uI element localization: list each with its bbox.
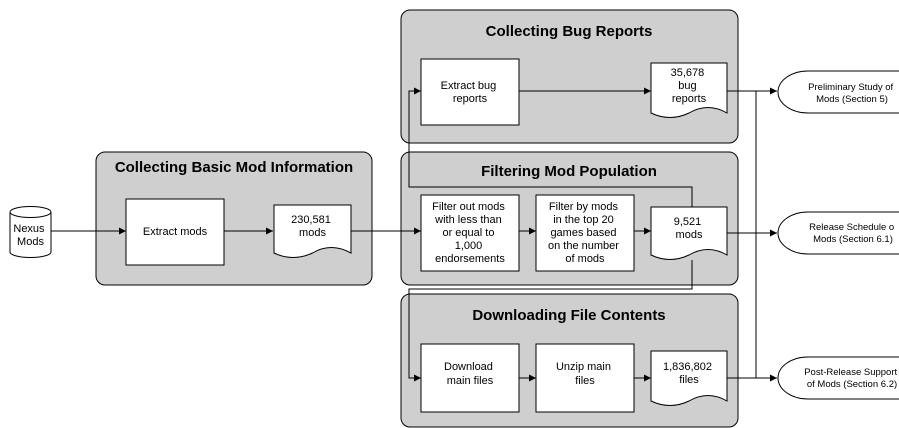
document-label-line: files <box>679 374 699 386</box>
process-label-line: of mods <box>565 253 605 265</box>
document-label-line: mods <box>299 227 326 239</box>
document-9521-mods: 9,521 mods <box>650 206 728 260</box>
output-label-line: Mods (Section 6.1) <box>813 234 893 245</box>
process-extract-mods: Extract mods <box>125 198 225 266</box>
svg-text:Filter by mods in the to: Filter by mods in the top 20 games based… <box>548 201 622 265</box>
svg-text:Extract mods: Extract mods <box>143 226 208 238</box>
process-filter-endorsements: Filter out mods with less than or equal … <box>420 194 520 272</box>
output-label-line: Preliminary Study of <box>808 82 893 93</box>
process-label-line: Extract bug <box>441 80 497 92</box>
document-label-line: 230,581 <box>291 214 331 226</box>
panel-filtering-title: Filtering Mod Population <box>481 163 657 180</box>
process-label-line: or equal to <box>442 227 494 239</box>
document-35678-bug-reports: 35,678 bug reports <box>650 62 728 118</box>
process-label-line: Unzip main <box>556 361 611 373</box>
nexus-label-line: Nexus <box>13 223 45 235</box>
process-label-line: Filter by mods <box>549 201 619 213</box>
process-unzip-main-files: Unzip main files <box>535 343 635 413</box>
svg-text:Release Schedule o Mods: Release Schedule o Mods (Section 6.1) <box>809 222 897 245</box>
process-label-line: Extract mods <box>143 226 208 238</box>
svg-text:Post-Release Support of: Post-Release Support of Mods (Section 6.… <box>804 367 899 390</box>
arrow-mods-to-bug-extract <box>408 87 693 207</box>
process-label-line: Download <box>444 361 493 373</box>
svg-text:230,581 mods: 230,581 mods <box>291 214 334 239</box>
svg-text:Unzip main files: Unzip main files <box>556 361 614 387</box>
process-label-line: endorsements <box>435 253 505 265</box>
document-label-line: 9,521 <box>674 216 702 228</box>
svg-text:Filter out mods with les: Filter out mods with less than or equal … <box>432 201 508 265</box>
process-label-line: main files <box>447 375 494 387</box>
svg-text:Preliminary Study of Mod: Preliminary Study of Mods (Section 5) <box>808 82 896 105</box>
output-label-line: Post-Release Support <box>804 367 897 378</box>
process-download-main-files: Download main files <box>420 343 520 413</box>
process-label-line: in the top 20 <box>553 214 614 226</box>
svg-text:Extract bug reports: Extract bug reports <box>441 80 500 105</box>
output-label-line: Release Schedule o <box>809 222 894 233</box>
output-preliminary-study: Preliminary Study of Mods (Section 5) <box>777 70 899 114</box>
panel-bug-reports-title: Collecting Bug Reports <box>486 23 653 40</box>
output-post-release-support: Post-Release Support of Mods (Section 6.… <box>777 356 899 400</box>
svg-text:Nexus Mods: Nexus Mods <box>13 223 47 248</box>
document-label-line: reports <box>672 93 707 105</box>
panel-downloading-title: Downloading File Contents <box>472 307 665 324</box>
nexus-mods-database: Nexus Mods <box>9 206 52 258</box>
process-label-line: 1,000 <box>455 240 483 252</box>
document-label-line: 35,678 <box>671 67 705 79</box>
output-release-schedule: Release Schedule o Mods (Section 6.1) <box>777 211 899 255</box>
svg-text:35,678 bug reports: 35,678 bug reports <box>671 67 708 105</box>
svg-text:Download main files: Download main files <box>444 361 496 387</box>
process-filter-top-games: Filter by mods in the top 20 games based… <box>535 194 635 272</box>
nexus-label-line: Mods <box>17 236 44 248</box>
document-label-line: 1,836,802 <box>663 361 712 373</box>
svg-text:1,836,802 files: 1,836,802 files <box>663 361 715 386</box>
panel-basic-info-title: Collecting Basic Mod Information <box>115 159 353 176</box>
output-label-line: Mods (Section 5) <box>816 94 888 105</box>
process-label-line: on the number <box>548 240 619 252</box>
document-label-line: mods <box>676 229 703 241</box>
connectors <box>51 87 777 382</box>
process-extract-bug-reports: Extract bug reports <box>420 58 520 126</box>
process-label-line: with less than <box>434 214 502 226</box>
svg-text:9,521 mods: 9,521 mods <box>674 216 705 241</box>
process-label-line: Filter out mods <box>432 201 505 213</box>
document-230581-mods: 230,581 mods <box>273 204 352 258</box>
process-label-line: games based <box>550 227 616 239</box>
document-label-line: bug <box>678 80 696 92</box>
arrow-mods-to-download <box>408 260 693 382</box>
output-label-line: of Mods (Section 6.2) <box>807 379 897 390</box>
document-1836802-files: 1,836,802 files <box>650 350 728 406</box>
process-label-line: reports <box>453 93 488 105</box>
process-label-line: files <box>575 375 595 387</box>
